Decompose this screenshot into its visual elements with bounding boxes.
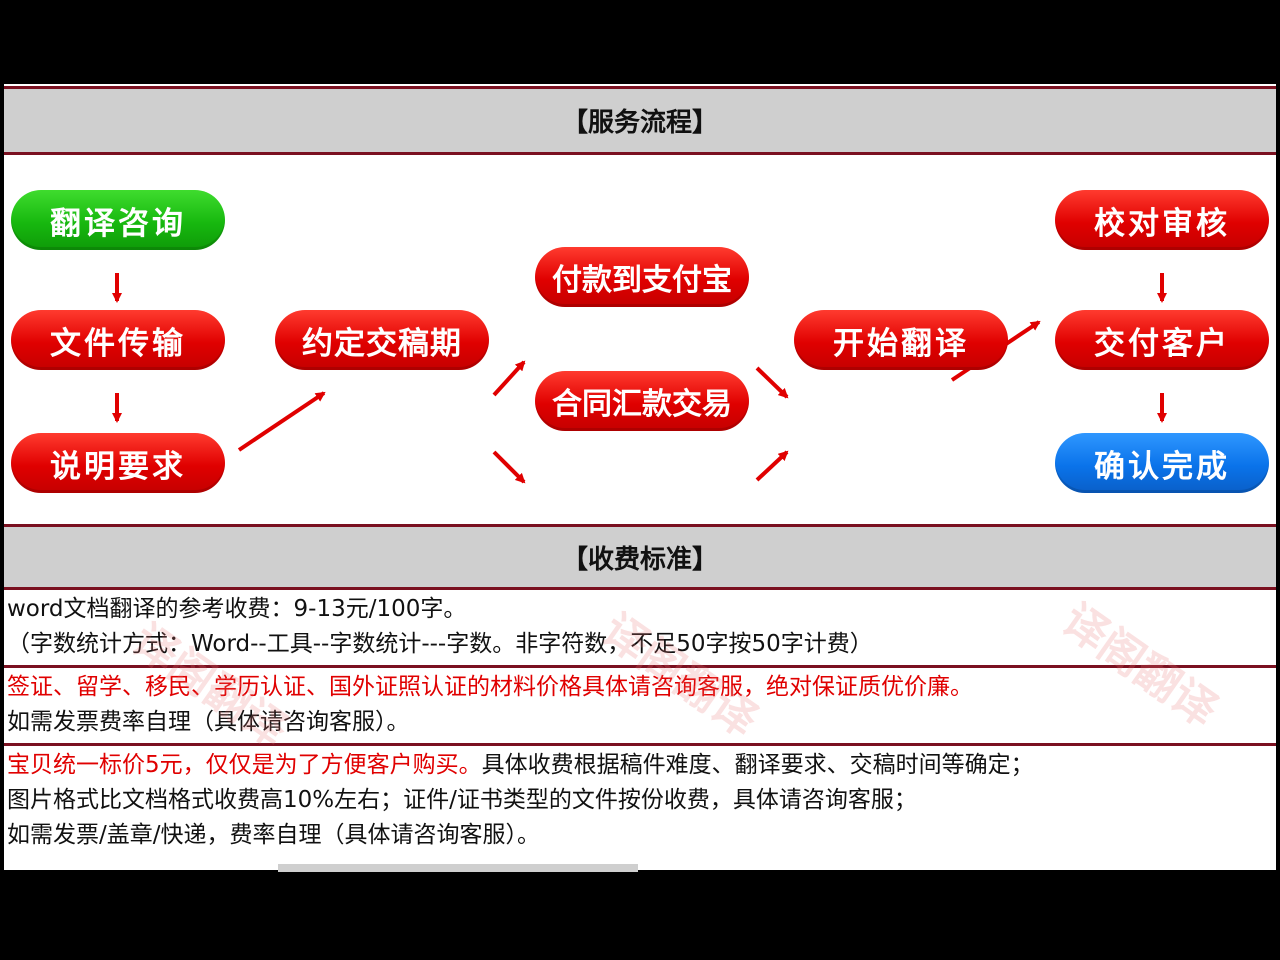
step-contract-label: 合同汇款交易 xyxy=(552,387,732,422)
fee-invoice-note: 如需发票费率自理（具体请咨询客服）。 xyxy=(7,709,410,735)
step-contract: 合同汇款交易 xyxy=(535,371,749,431)
fee-certificates: 签证、留学、移民、学历认证、国外证照认证的材料价格具体请咨询客服，绝对保证质优价… xyxy=(7,674,973,700)
content-panel: 【服务流程】 翻译咨询 xyxy=(4,84,1276,870)
step-deliver-label: 交付客户 xyxy=(1094,325,1230,362)
service-flow-title: 【服务流程】 xyxy=(561,108,718,138)
arrow-deadline-alipay xyxy=(492,360,526,397)
step-proofread: 校对审核 xyxy=(1055,190,1269,250)
fee-unit-price-rest: 具体收费根据稿件难度、翻译要求、交稿时间等确定； xyxy=(481,752,1034,778)
fee-block-word: word文档翻译的参考收费：9-13元/100字。 （字数统计方式：Word--… xyxy=(4,590,1276,668)
step-alipay-label: 付款到支付宝 xyxy=(552,263,732,298)
step-requirements-label: 说明要求 xyxy=(50,448,186,485)
step-confirm: 确认完成 xyxy=(1055,433,1269,493)
fees-title: 【收费标准】 xyxy=(561,544,718,575)
arrow-contract-start xyxy=(755,450,789,482)
step-transfer-label: 文件传输 xyxy=(50,325,186,362)
step-transfer: 文件传输 xyxy=(11,310,225,370)
arrow-requirements-deadline xyxy=(237,391,326,452)
step-requirements: 说明要求 xyxy=(11,433,225,493)
arrow-deadline-contract xyxy=(492,450,526,484)
fee-block-pricing: 宝贝统一标价5元，仅仅是为了方便客户购买。具体收费根据稿件难度、翻译要求、交稿时… xyxy=(4,746,1276,856)
fee-word-count-note: （字数统计方式：Word--工具--字数统计---字数。非字符数，不足50字按5… xyxy=(7,631,873,657)
flow-arrows xyxy=(112,273,1167,484)
fees-header: 【收费标准】 xyxy=(4,524,1276,590)
step-deliver: 交付客户 xyxy=(1055,310,1269,370)
fee-unit-price: 宝贝统一标价5元，仅仅是为了方便客户购买。具体收费根据稿件难度、翻译要求、交稿时… xyxy=(7,748,1273,783)
step-alipay: 付款到支付宝 xyxy=(535,247,749,307)
step-proofread-label: 校对审核 xyxy=(1094,205,1230,242)
service-flowchart: 翻译咨询 文件传输 说明要求 约定交稿期 付款到支付宝 合同汇款交易 开始翻译 … xyxy=(4,155,1276,521)
fees-body: 译阁翻译 译阁翻译 译阁翻译 word文档翻译的参考收费：9-13元/100字。… xyxy=(4,590,1276,870)
fee-block-certificates: 签证、留学、移民、学历认证、国外证照认证的材料价格具体请咨询客服，绝对保证质优价… xyxy=(4,668,1276,746)
bottom-bar xyxy=(278,864,638,872)
fee-unit-price-highlight: 宝贝统一标价5元，仅仅是为了方便客户购买。 xyxy=(7,752,482,778)
step-consult-label: 翻译咨询 xyxy=(50,205,186,242)
step-consult: 翻译咨询 xyxy=(11,190,225,250)
service-flow-header: 【服务流程】 xyxy=(4,86,1276,155)
fee-image-format: 图片格式比文档格式收费高10%左右；证件/证书类型的文件按份收费，具体请咨询客服… xyxy=(7,787,917,813)
fee-extras: 如需发票/盖章/快递，费率自理（具体请咨询客服）。 xyxy=(7,822,540,848)
step-deadline-label: 约定交稿期 xyxy=(302,325,462,362)
step-confirm-label: 确认完成 xyxy=(1094,448,1230,485)
step-deadline: 约定交稿期 xyxy=(275,310,489,370)
step-start-translation: 开始翻译 xyxy=(794,310,1008,370)
fee-word-price: word文档翻译的参考收费：9-13元/100字。 xyxy=(7,596,467,622)
arrow-alipay-start xyxy=(755,366,789,399)
step-start-label: 开始翻译 xyxy=(833,325,969,362)
